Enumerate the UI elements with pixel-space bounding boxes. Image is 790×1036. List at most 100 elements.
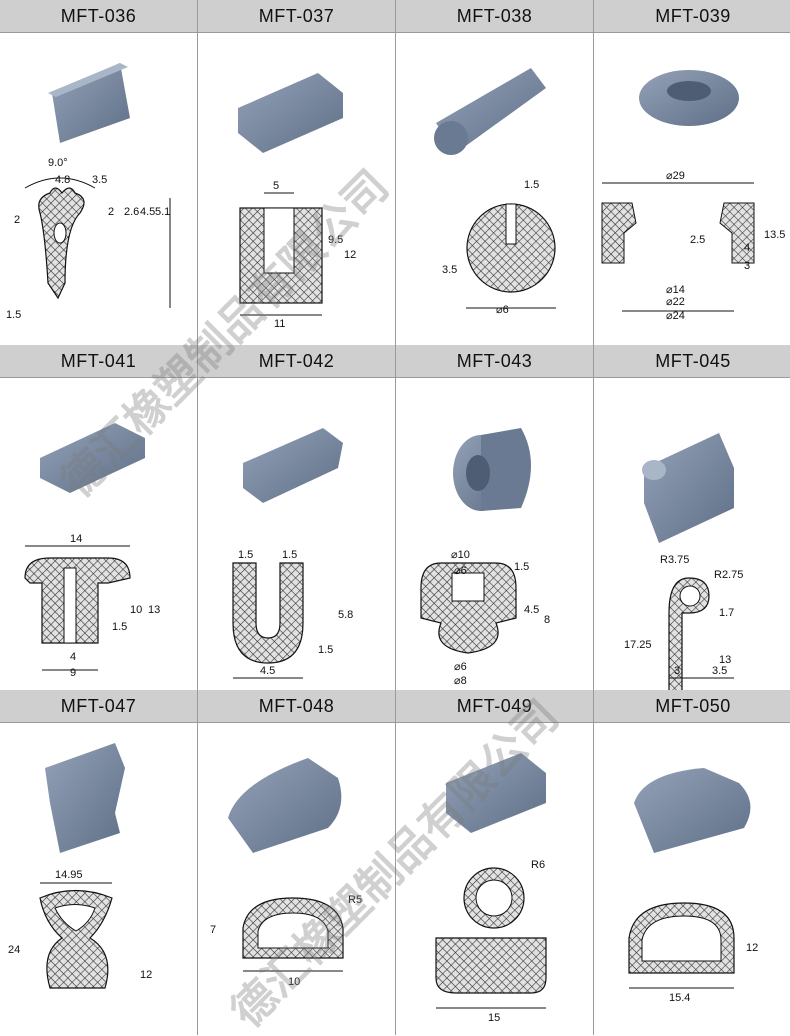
part-code: MFT-047	[0, 690, 197, 723]
part-code: MFT-039	[594, 0, 790, 33]
part-drawing: R5 7 10	[210, 758, 362, 988]
cross-section-hole	[641, 915, 722, 962]
dim-label: 10	[288, 976, 300, 988]
part-cell: MFT-045 R3.75 R2.75 1.7 17.25 13 3 3.5	[594, 345, 790, 690]
part-code: MFT-038	[396, 0, 593, 33]
profile-bead	[642, 460, 666, 480]
profile-3d	[40, 423, 145, 493]
dim-label: ⌀6	[454, 661, 467, 673]
part-cell: MFT-048 R5 7 10	[198, 690, 396, 1035]
part-drawing: ⌀10 ⌀6 1.5 4.5 8 ⌀6 ⌀8	[420, 428, 550, 687]
dim-label: R6	[531, 859, 545, 871]
dim-label: ⌀24	[666, 310, 685, 322]
dim-label: 1.5	[318, 644, 333, 656]
dim-label: 24	[8, 944, 20, 956]
dim-label: 4	[70, 651, 76, 663]
dim-label: 2	[14, 214, 20, 226]
part-cell: MFT-050 12 15.4	[594, 690, 790, 1035]
cross-section-hole	[679, 585, 701, 607]
dim-label: 5	[273, 180, 279, 192]
cross-section-hole	[475, 879, 513, 917]
profile-3d	[52, 63, 130, 143]
dim-label: 15.4	[669, 992, 690, 1004]
dim-label: 11	[274, 318, 285, 330]
cross-section-slot	[63, 567, 77, 644]
dim-label: 12	[746, 942, 758, 954]
part-cell: MFT-036 9.0° 4.8 3.5 2 2 2.6 4.5 5.1 1.5	[0, 0, 198, 345]
profile-3d	[644, 433, 734, 543]
dim-label: 3	[744, 260, 750, 272]
cross-section-slot	[263, 207, 295, 274]
dim-label: ⌀14	[666, 284, 685, 296]
dim-label: 4.5	[140, 206, 155, 218]
dim-label: 5.1	[155, 206, 170, 218]
dim-label: 1.5	[282, 549, 297, 561]
profile-3d	[228, 758, 342, 853]
dim-label: 12	[344, 249, 356, 261]
profile-top	[48, 63, 128, 97]
profile-3d	[634, 768, 751, 853]
dim-label: 9.5	[328, 234, 343, 246]
part-drawing: 9.0° 4.8 3.5 2 2 2.6 4.5 5.1 1.5	[6, 63, 171, 321]
profile-3d	[45, 743, 125, 853]
part-cell: MFT-038 1.5 3.5 ⌀6	[396, 0, 594, 345]
dim-label: R3.75	[660, 554, 689, 566]
dim-label: 2.6	[124, 206, 139, 218]
dim-label: 2	[108, 206, 114, 218]
profile-3d	[243, 428, 343, 503]
cross-section	[24, 557, 131, 644]
part-cell: MFT-042 1.5 1.5 5.8 1.5 4.5	[198, 345, 396, 690]
part-drawing: 1.5 1.5 5.8 1.5 4.5	[232, 428, 353, 679]
dim-label: R2.75	[714, 569, 743, 581]
part-drawing: R3.75 R2.75 1.7 17.25 13 3 3.5	[624, 433, 743, 690]
profile-3d	[446, 753, 546, 833]
dimension-arc	[24, 177, 96, 189]
cross-section	[39, 889, 113, 989]
dim-label: 3.5	[712, 665, 727, 677]
dim-label: ⌀10	[451, 549, 470, 561]
cross-section-hole	[257, 912, 329, 949]
profile-3d	[238, 73, 343, 153]
part-cell: MFT-047 14.95 24 12	[0, 690, 198, 1035]
dim-label: 15	[488, 1012, 500, 1024]
dim-label: 1.5	[238, 549, 253, 561]
part-cell: MFT-039 ⌀29 2.5 13.5 4 3 ⌀14 ⌀22 ⌀24	[594, 0, 790, 345]
dim-label: 4.8	[55, 174, 70, 186]
dim-label: 4	[744, 242, 750, 254]
cross-section	[719, 202, 755, 264]
cross-section	[232, 562, 304, 664]
dim-label: 3.5	[92, 174, 107, 186]
cross-section	[420, 562, 517, 654]
cross-section-hole	[54, 904, 96, 932]
dim-label: 9	[70, 667, 76, 679]
cross-section-base	[435, 937, 547, 994]
part-drawing: 14 10 13 1.5 4 9	[24, 423, 160, 679]
part-code: MFT-045	[594, 345, 790, 378]
dim-label: 1.7	[719, 607, 734, 619]
dim-label: 3.5	[442, 264, 457, 276]
dim-label: 12	[140, 969, 152, 981]
dim-label: 17.25	[624, 639, 652, 651]
dim-label: 2.5	[690, 234, 705, 246]
dim-label: 13	[148, 604, 160, 616]
part-drawing: 14.95 24 12	[8, 743, 152, 989]
dim-label: ⌀6	[454, 565, 467, 577]
profile-hole	[667, 81, 711, 101]
part-drawing: R6 15	[435, 753, 547, 1024]
dim-label: 7	[210, 924, 216, 936]
dim-label: 4.5	[260, 665, 275, 677]
cross-section-hole	[53, 222, 67, 244]
dim-label: ⌀22	[666, 296, 685, 308]
part-code: MFT-048	[198, 690, 395, 723]
part-code: MFT-050	[594, 690, 790, 723]
dim-label: ⌀8	[454, 675, 467, 687]
dim-label: 3	[674, 665, 680, 677]
part-drawing: 5 9.5 12 11	[238, 73, 356, 330]
dim-label: ⌀6	[496, 304, 509, 316]
profile-side	[481, 428, 531, 511]
profile-hole	[466, 455, 490, 491]
part-code: MFT-041	[0, 345, 197, 378]
dim-label: 14.95	[55, 869, 83, 881]
dim-label: 14	[70, 533, 82, 545]
